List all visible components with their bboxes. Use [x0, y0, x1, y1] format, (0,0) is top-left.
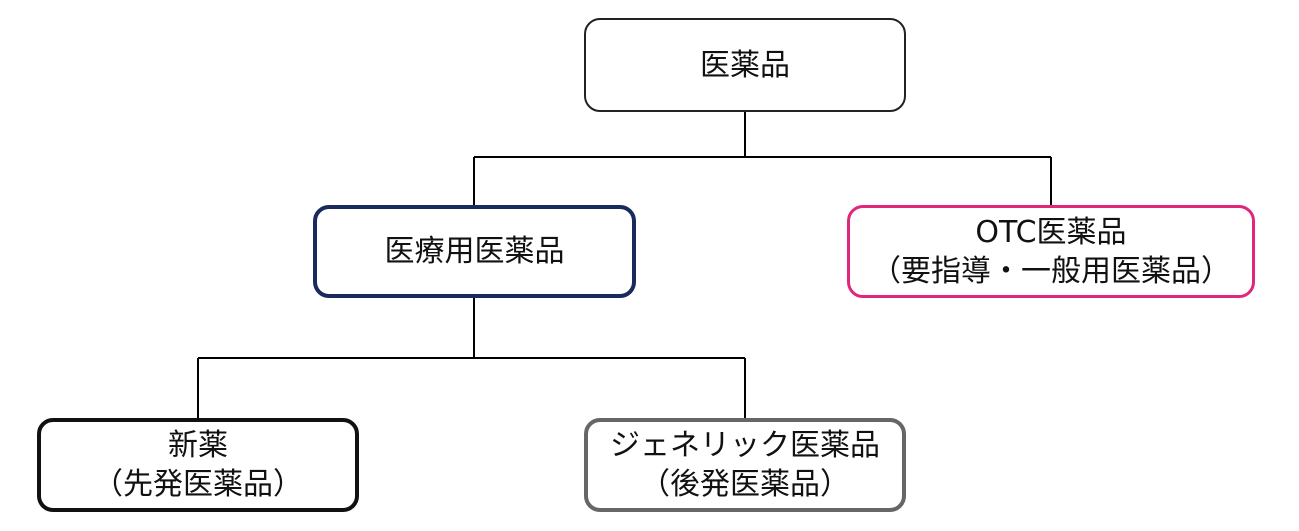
node-new-drugs-sublabel: （先発医薬品）: [93, 467, 303, 502]
node-otc-drugs-sublabel: （要指導・一般用医薬品）: [871, 253, 1231, 289]
node-otc-drugs-label: OTC医薬品: [975, 214, 1127, 250]
node-new-drugs-label: 新薬: [168, 428, 228, 463]
node-prescription-drugs: 医療用医薬品: [313, 205, 636, 298]
node-pharmaceuticals-label: 医薬品: [700, 47, 790, 83]
node-generic-drugs: ジェネリック医薬品 （後発医薬品）: [584, 418, 906, 512]
node-generic-drugs-sublabel: （後発医薬品）: [640, 467, 850, 502]
node-otc-drugs: OTC医薬品 （要指導・一般用医薬品）: [847, 205, 1255, 298]
node-new-drugs: 新薬 （先発医薬品）: [37, 418, 359, 512]
node-generic-drugs-label: ジェネリック医薬品: [610, 428, 880, 463]
node-pharmaceuticals: 医薬品: [584, 18, 906, 112]
node-prescription-drugs-label: 医療用医薬品: [384, 234, 565, 269]
